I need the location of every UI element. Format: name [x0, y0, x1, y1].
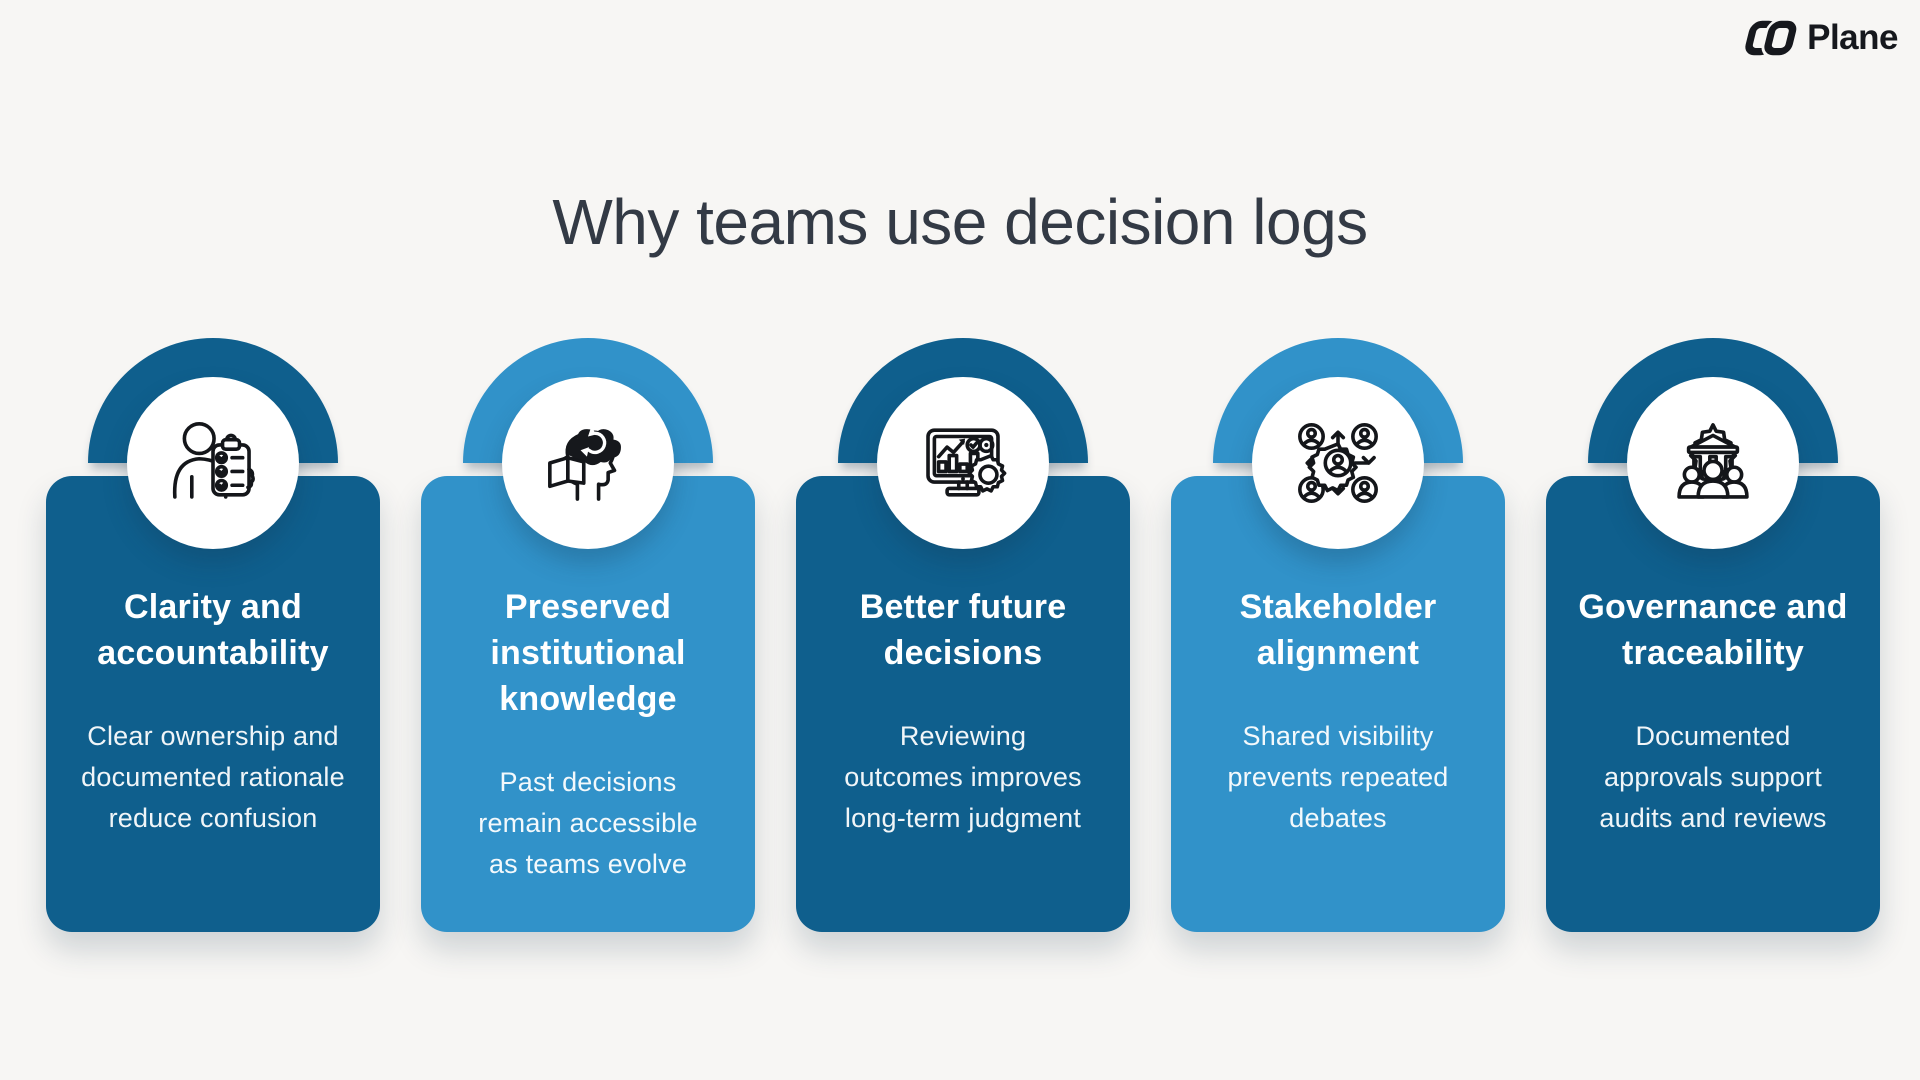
card-title: Preserved institutional knowledge: [490, 588, 686, 718]
plane-logo-text: Plane: [1807, 18, 1898, 57]
card-panel: [1171, 476, 1505, 932]
card-panel: [46, 476, 380, 932]
head-knowledge-book-icon: [548, 426, 621, 501]
card-body: Clear ownership and documented rationale…: [81, 721, 345, 833]
card-better-decisions: Better future decisions Reviewing outcom…: [796, 0, 1130, 1080]
card-content: Governance and traceability Documented a…: [1546, 476, 1880, 932]
card-stakeholder-alignment: Stakeholder alignment Shared visibility …: [1171, 0, 1505, 1080]
person-checklist-icon: [172, 421, 255, 499]
card-content: Better future decisions Reviewing outcom…: [796, 476, 1130, 932]
card-icon-circle: [1252, 377, 1424, 549]
card-body: Documented approvals support audits and …: [1599, 721, 1827, 833]
monitor-analytics-gear-icon: [926, 428, 1007, 497]
card-content: Stakeholder alignment Shared visibility …: [1171, 476, 1505, 932]
card-body: Reviewing outcomes improves long-term ju…: [844, 721, 1082, 833]
card-icon-circle: [127, 377, 299, 549]
card-preserved-knowledge: Preserved institutional knowledge Past d…: [421, 0, 755, 1080]
card-content: Preserved institutional knowledge Past d…: [421, 476, 755, 932]
card-panel: [421, 476, 755, 932]
card-clarity-accountability: Clarity and accountability Clear ownersh…: [46, 0, 380, 1080]
card-governance-traceability: Governance and traceability Documented a…: [1546, 0, 1880, 1080]
card-content: Clarity and accountability Clear ownersh…: [46, 476, 380, 932]
card-body: Past decisions remain accessible as team…: [478, 767, 698, 879]
card-panel: [1546, 476, 1880, 932]
plane-logo: Plane: [1740, 16, 1898, 60]
card-title: Stakeholder alignment: [1239, 588, 1437, 672]
card-title: Better future decisions: [859, 588, 1067, 672]
card-title: Governance and traceability: [1578, 588, 1848, 672]
card-icon-circle: [502, 377, 674, 549]
card-body: Shared visibility prevents repeated deba…: [1227, 721, 1449, 833]
card-panel: [796, 476, 1130, 932]
card-icon-circle: [877, 377, 1049, 549]
stakeholder-network-icon: [1298, 423, 1378, 503]
card-title: Clarity and accountability: [97, 588, 329, 672]
page-title: Why teams use decision logs: [552, 186, 1368, 258]
governance-gear-bank-icon: [1677, 423, 1749, 499]
plane-logo-icon: [1745, 18, 1799, 58]
card-icon-circle: [1627, 377, 1799, 549]
